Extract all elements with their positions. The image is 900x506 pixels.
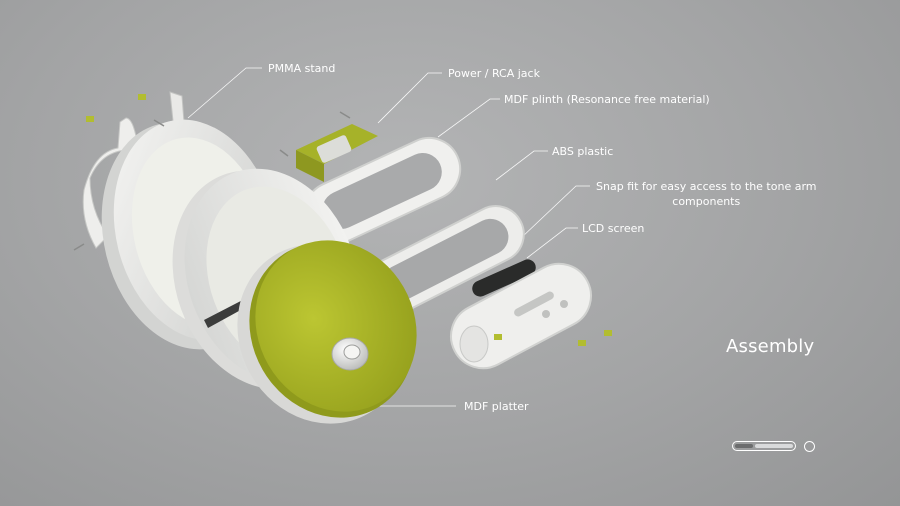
callout-snap-fit: Snap fit for easy access to the tone arm… — [596, 179, 817, 209]
progress-fill — [734, 443, 753, 448]
progress-remaining — [755, 443, 793, 448]
lcd-screen — [472, 259, 536, 297]
screws-and-fasteners — [73, 94, 612, 346]
progress-bar[interactable] — [732, 441, 796, 451]
mdf-plinth — [303, 137, 462, 245]
callout-pmma-stand: PMMA stand — [268, 62, 336, 75]
callout-snap-fit-line2: components — [672, 195, 741, 208]
callout-abs-plastic: ABS plastic — [552, 145, 614, 158]
front-cover-plate — [450, 262, 592, 370]
callout-lcd-screen: LCD screen — [582, 222, 645, 235]
callout-snap-fit-line1: Snap fit for easy access to the tone arm — [596, 180, 817, 193]
callout-mdf-plinth: MDF plinth (Resonance free material) — [504, 93, 710, 106]
callout-mdf-platter: MDF platter — [464, 400, 529, 413]
power-rca-jack — [296, 124, 378, 182]
mdf-platter — [237, 240, 417, 424]
callout-power-rca-jack: Power / RCA jack — [448, 67, 540, 80]
page-title: Assembly — [726, 336, 815, 357]
next-slide-dot[interactable] — [804, 441, 815, 452]
